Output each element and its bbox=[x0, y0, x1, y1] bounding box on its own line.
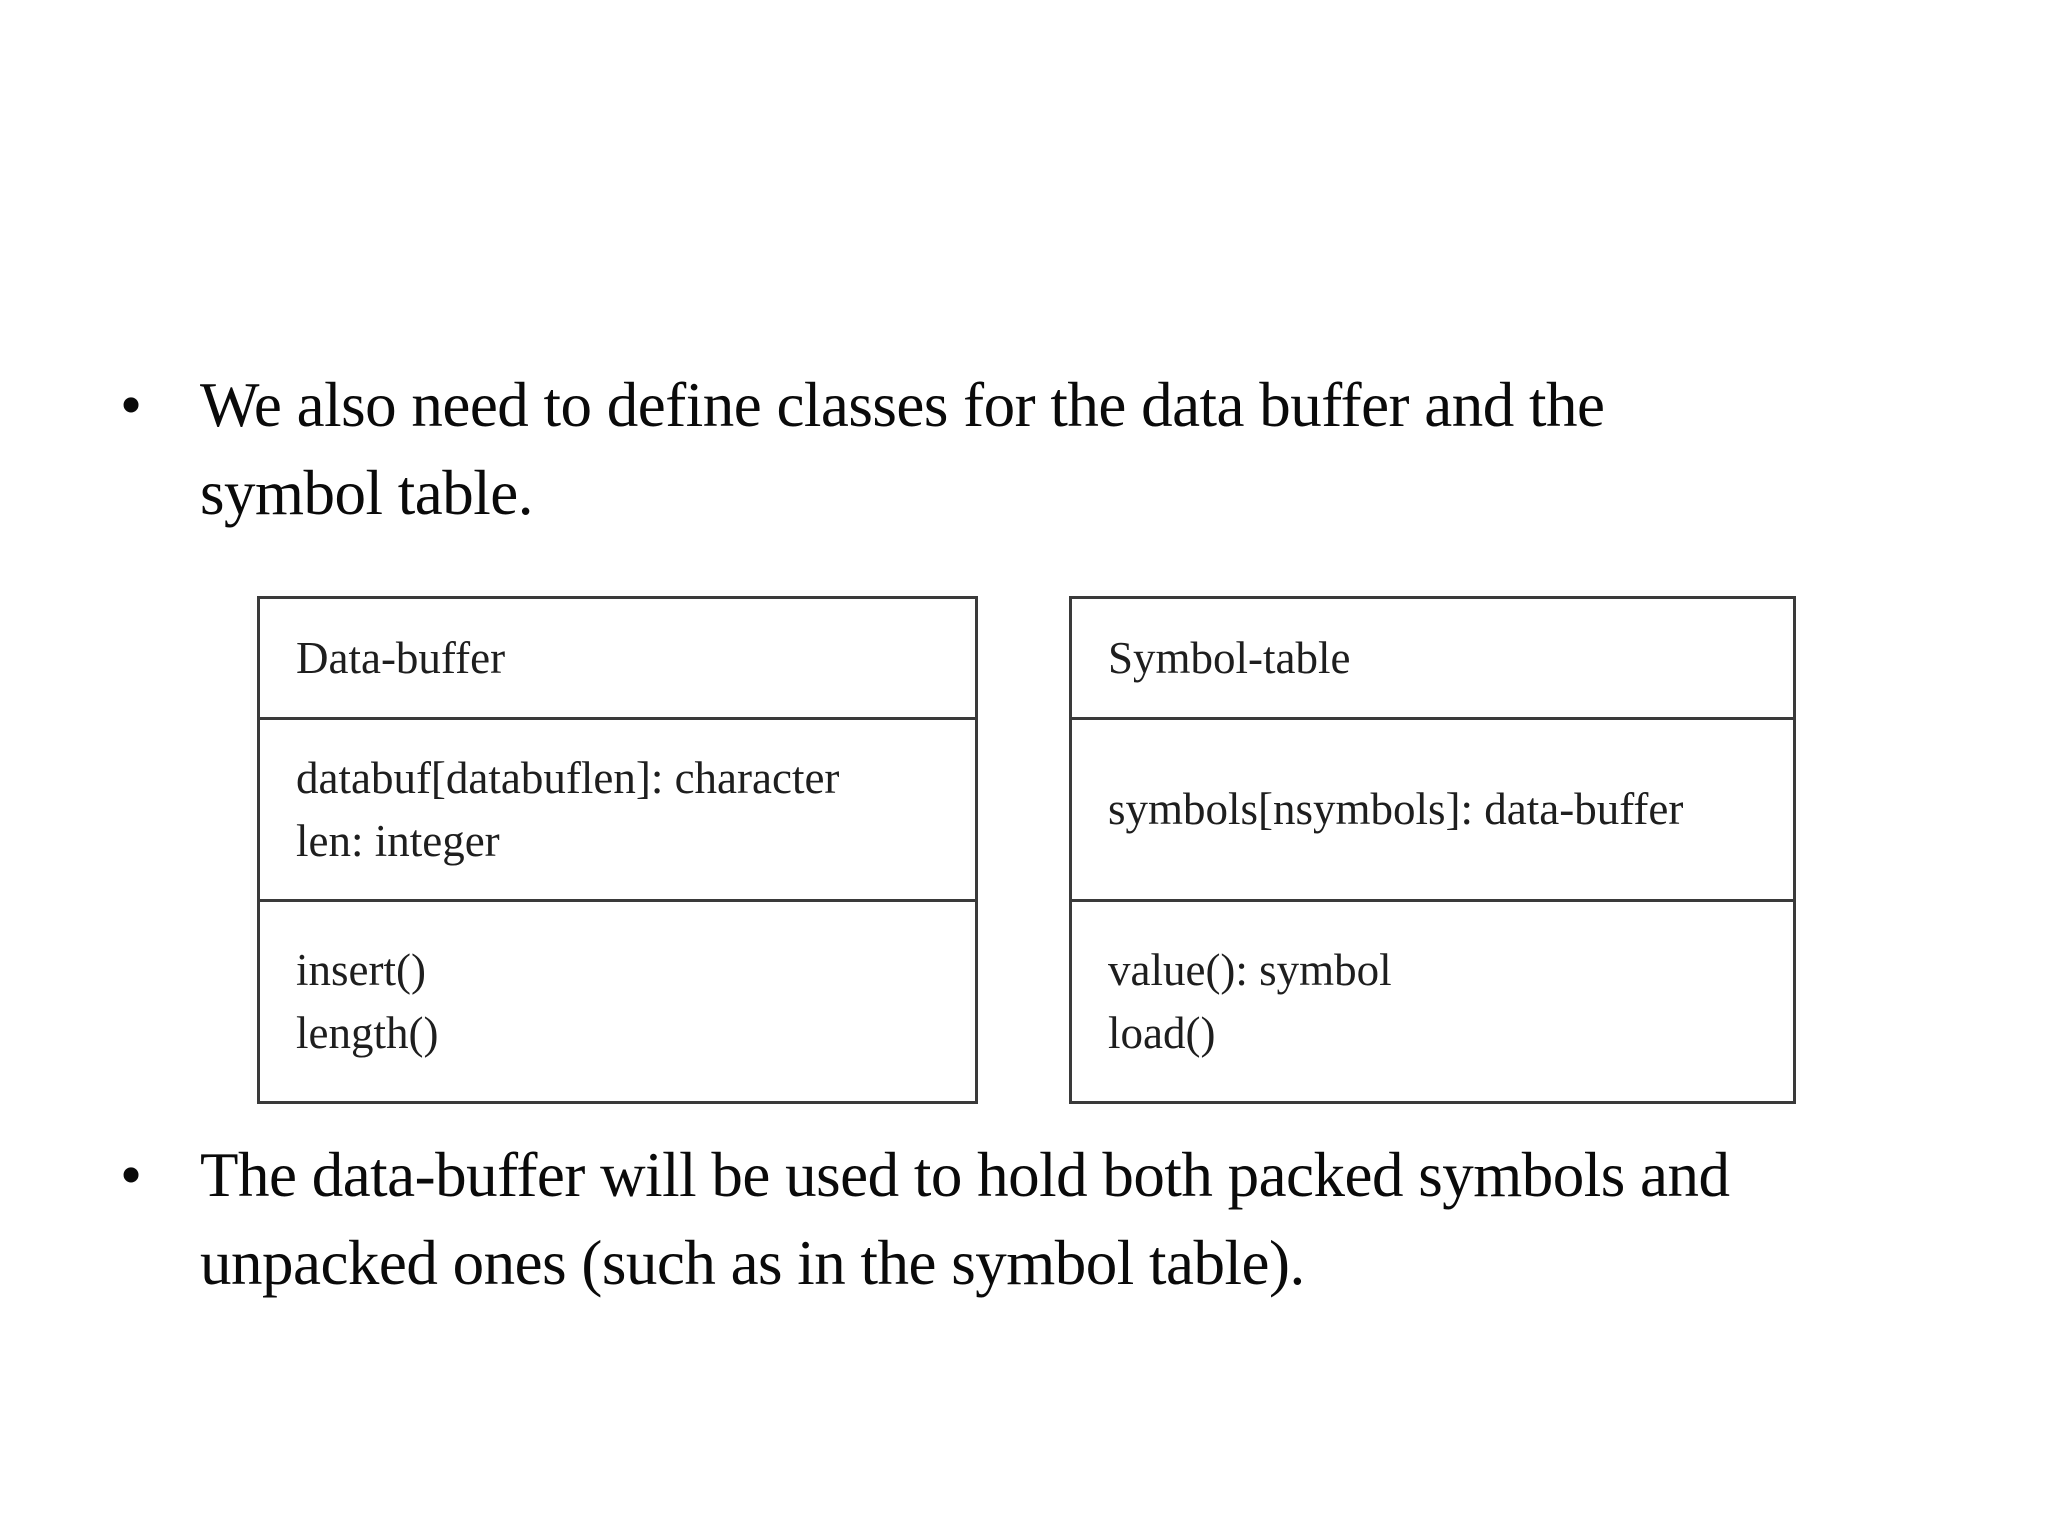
class-name: Symbol-table bbox=[1108, 632, 1351, 683]
methods-compartment: insert() length() bbox=[260, 902, 975, 1101]
class-name-compartment: Data-buffer bbox=[260, 599, 975, 720]
bullet-text: We also need to define classes for the d… bbox=[200, 361, 1605, 537]
attribute-line: databuf[databuflen]: character bbox=[296, 752, 840, 803]
class-box-symbol-table: Symbol-table symbols[nsymbols]: data-buf… bbox=[1069, 596, 1796, 1104]
bullet-2-line-2: unpacked ones (such as in the symbol tab… bbox=[200, 1228, 1305, 1298]
method-line: load() bbox=[1108, 1007, 1216, 1058]
attribute-line: len: integer bbox=[296, 815, 500, 866]
class-box-data-buffer: Data-buffer databuf[databuflen]: charact… bbox=[257, 596, 978, 1104]
attributes-compartment: databuf[databuflen]: character len: inte… bbox=[260, 720, 975, 902]
attributes-compartment: symbols[nsymbols]: data-buffer bbox=[1072, 720, 1793, 902]
bullet-marker: • bbox=[120, 1140, 143, 1210]
method-line: insert() bbox=[296, 944, 426, 995]
methods-compartment: value(): symbol load() bbox=[1072, 902, 1793, 1101]
bullet-text: The data-buffer will be used to hold bot… bbox=[200, 1131, 1730, 1307]
bullet-1-line-2: symbol table. bbox=[200, 458, 533, 528]
bullet-1-line-1: We also need to define classes for the d… bbox=[200, 370, 1605, 440]
class-name-compartment: Symbol-table bbox=[1072, 599, 1793, 720]
bullet-marker: • bbox=[120, 370, 143, 440]
bullet-2-line-1: The data-buffer will be used to hold bot… bbox=[200, 1140, 1730, 1210]
method-line: length() bbox=[296, 1007, 439, 1058]
method-line: value(): symbol bbox=[1108, 944, 1392, 995]
attribute-line: symbols[nsymbols]: data-buffer bbox=[1108, 784, 1684, 834]
class-name: Data-buffer bbox=[296, 632, 506, 683]
